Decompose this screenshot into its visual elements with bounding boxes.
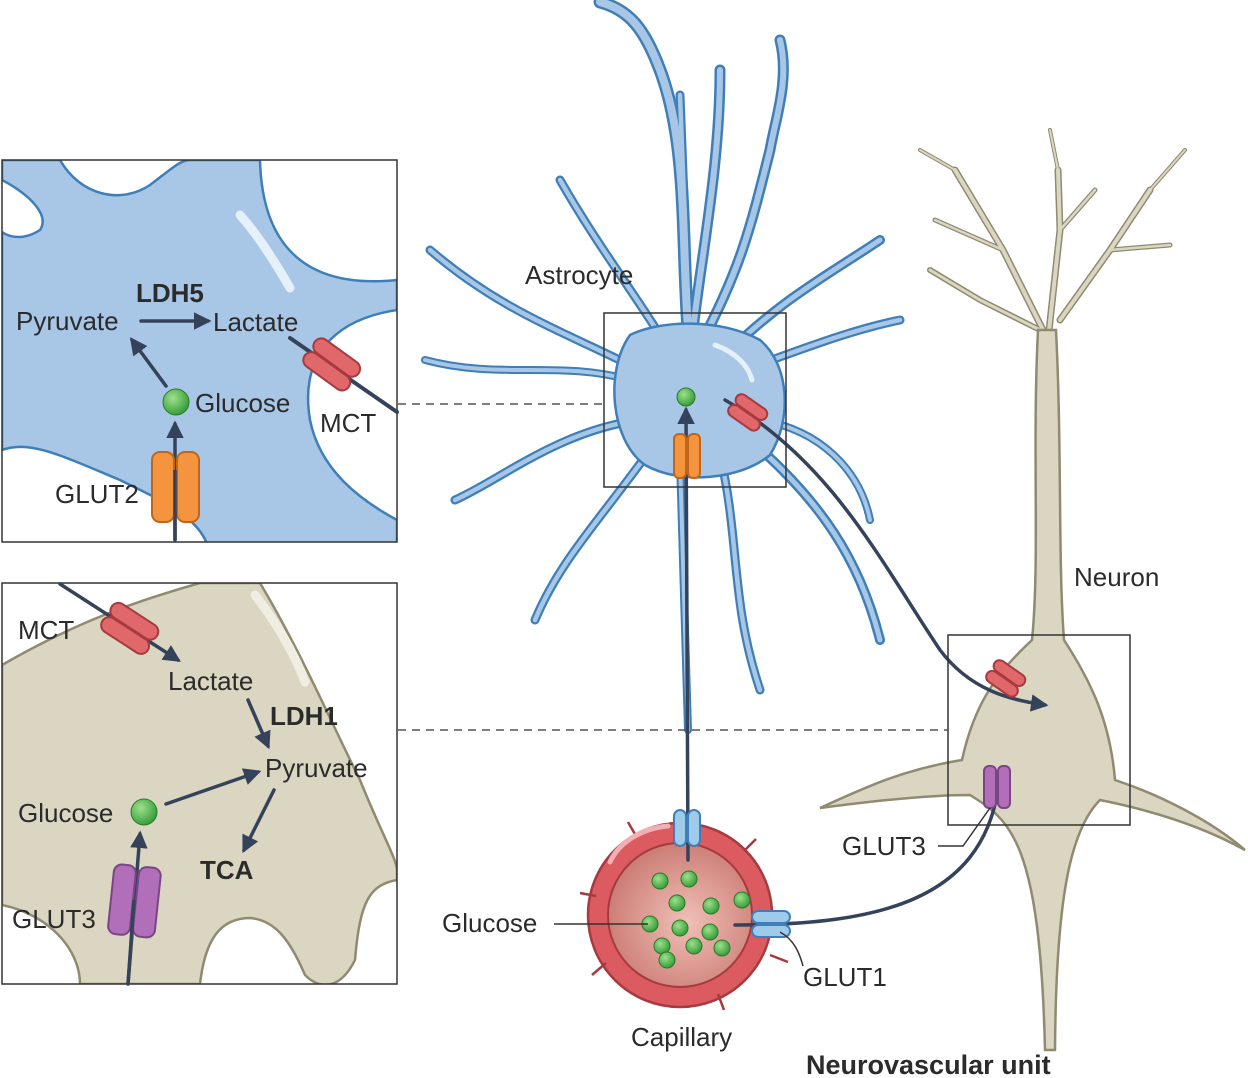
diagram-title: Neurovascular unit — [806, 1050, 1051, 1078]
astro-lactate-label: Lactate — [213, 307, 298, 337]
glut1-label: GLUT1 — [803, 962, 887, 992]
glut2-transporter-inset — [151, 451, 200, 523]
astro-pyruvate-label: Pyruvate — [16, 306, 119, 336]
glut3-transporter-main — [983, 765, 1011, 809]
astrocyte-label: Astrocyte — [525, 260, 633, 290]
mct-transporter-astrocyte — [727, 393, 769, 432]
glut1-leader-line — [779, 931, 804, 967]
capillary-glucose-molecules — [641, 870, 751, 969]
neuron-lactate-label: Lactate — [168, 666, 253, 696]
ldh1-label: LDH1 — [270, 701, 338, 731]
glut3-leader-line — [938, 807, 991, 847]
neuron-mct-label: MCT — [18, 615, 74, 645]
glut3-main-label: GLUT3 — [842, 831, 926, 861]
glucose-molecule-inset-neuron — [130, 798, 158, 826]
astrocyte-glucose-molecule — [676, 387, 696, 407]
neuron-label: Neuron — [1074, 562, 1159, 592]
ldh5-label: LDH5 — [136, 278, 204, 308]
neuron-cell — [819, 128, 1246, 1052]
neuron-glut3-label: GLUT3 — [12, 904, 96, 934]
astrocyte-cell — [421, 0, 905, 734]
main-transport-arrows — [677, 398, 1049, 927]
mct-transporter-inset-astrocyte — [302, 337, 362, 392]
capillary-glucose-label: Glucose — [442, 908, 537, 938]
mct-transporter-inset-neuron — [100, 601, 160, 655]
astrocyte-inset: LDH5 Pyruvate Lactate Glucose MCT GLUT2 — [1, 159, 399, 543]
glut2-label: GLUT2 — [55, 479, 139, 509]
capillary-label: Capillary — [631, 1022, 732, 1052]
glut1-transporter-top — [673, 809, 701, 847]
astrocyte-zoom-box — [603, 312, 787, 488]
glucose-molecule-inset-astrocyte — [162, 388, 190, 416]
tca-label: TCA — [200, 855, 254, 885]
neuron-glucose-label: Glucose — [18, 798, 113, 828]
neuron-pyruvate-label: Pyruvate — [265, 753, 368, 783]
astro-glucose-label: Glucose — [195, 388, 290, 418]
mct-transporter-neuron — [985, 659, 1027, 698]
astro-mct-label: MCT — [320, 408, 376, 438]
neuron-inset: MCT Lactate LDH1 Pyruvate Glucose TCA GL… — [1, 582, 398, 986]
glut2-transporter-main — [673, 433, 701, 479]
glut1-transporter-side — [751, 910, 791, 938]
